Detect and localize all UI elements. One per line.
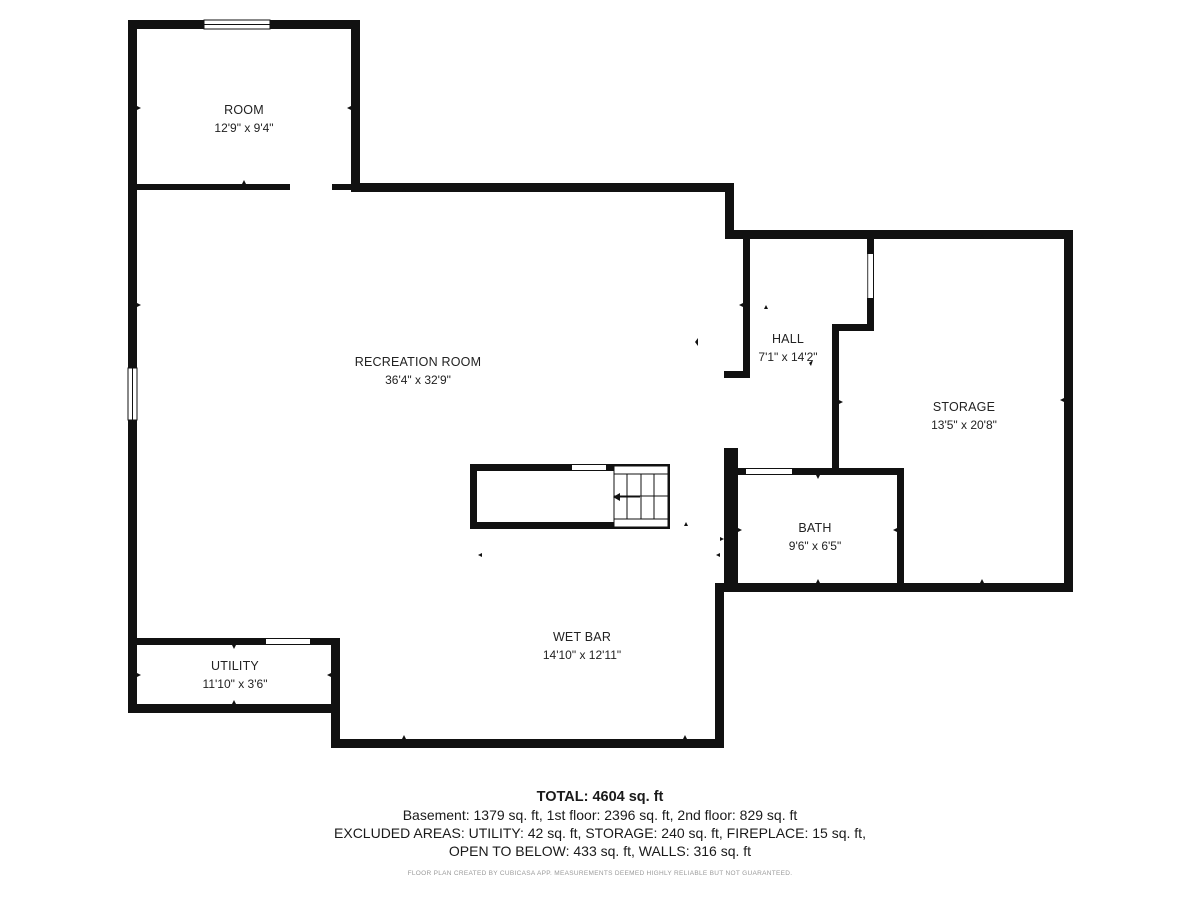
wall-hall-left (743, 230, 750, 378)
wall-bottom (331, 739, 724, 748)
wall-stair-left (470, 464, 477, 529)
wall-room-right (351, 20, 360, 190)
room-dims-hall: 7'1" x 14'2" (758, 350, 817, 364)
wall-bath-top (724, 468, 904, 475)
wall-room-bottom (128, 184, 360, 190)
room-dims-utility: 11'10" x 3'6" (203, 677, 268, 691)
room-dims-bath: 9'6" x 6'5" (789, 539, 841, 553)
door-utility (266, 639, 310, 644)
floor-plan: ROOM 12'9" x 9'4" RECREATION ROOM 36'4" … (127, 19, 1073, 748)
wall-rec-top (351, 183, 734, 192)
wall-stair-bottom (470, 522, 670, 529)
wall-storage-right (1064, 230, 1073, 592)
room-dims-recreation: 36'4" x 32'9" (385, 373, 451, 387)
room-label-recreation: RECREATION ROOM (355, 355, 481, 369)
area-summary: TOTAL: 4604 sq. ft Basement: 1379 sq. ft… (0, 788, 1200, 860)
wall-hall-left-stub (724, 371, 750, 378)
room-dims-storage: 13'5" x 20'8" (931, 418, 997, 432)
stair-top-gap (572, 465, 606, 470)
wall-left (128, 20, 137, 713)
excluded-areas-cont: OPEN TO BELOW: 433 sq. ft, WALLS: 316 sq… (448, 843, 752, 859)
wall-bath-left (724, 448, 738, 591)
room-label-utility: UTILITY (211, 659, 259, 673)
room-dims-room: 12'9" x 9'4" (214, 121, 273, 135)
dimension-ticks (137, 106, 1064, 739)
wall-utility-top (128, 638, 340, 645)
wall-utility-bottom (128, 704, 340, 713)
wall-bath-right (897, 468, 904, 592)
openings (127, 19, 873, 644)
door-room (290, 184, 332, 190)
total-area: TOTAL: 4604 sq. ft (536, 789, 664, 805)
walls (128, 20, 1073, 748)
room-label-hall: HALL (772, 332, 804, 346)
room-label-storage: STORAGE (933, 400, 995, 414)
room-labels: ROOM 12'9" x 9'4" RECREATION ROOM 36'4" … (203, 103, 997, 691)
room-label-bath: BATH (798, 521, 831, 535)
door-storage (868, 254, 873, 298)
room-label-room: ROOM (224, 103, 264, 117)
wall-hall-top (725, 230, 1073, 239)
stair-arrow-icon (613, 493, 620, 501)
wall-storage-bottom (720, 583, 1073, 592)
floor-breakdown: Basement: 1379 sq. ft, 1st floor: 2396 s… (402, 807, 798, 823)
wall-hall-storage-jog (832, 324, 874, 331)
wall-utility-right (331, 638, 340, 748)
room-dims-wetbar: 14'10" x 12'11" (543, 648, 621, 662)
disclaimer: FLOOR PLAN CREATED BY CUBICASA APP. MEAS… (407, 870, 793, 877)
wall-wetbar-right (715, 583, 724, 748)
excluded-areas: EXCLUDED AREAS: UTILITY: 42 sq. ft, STOR… (334, 825, 866, 841)
wall-rec-notch (725, 183, 734, 239)
door-bath (746, 469, 792, 474)
wall-stair-top (470, 464, 670, 471)
room-label-wetbar: WET BAR (553, 630, 611, 644)
stairs (613, 465, 669, 528)
wall-hall-storage-lower (832, 324, 839, 474)
